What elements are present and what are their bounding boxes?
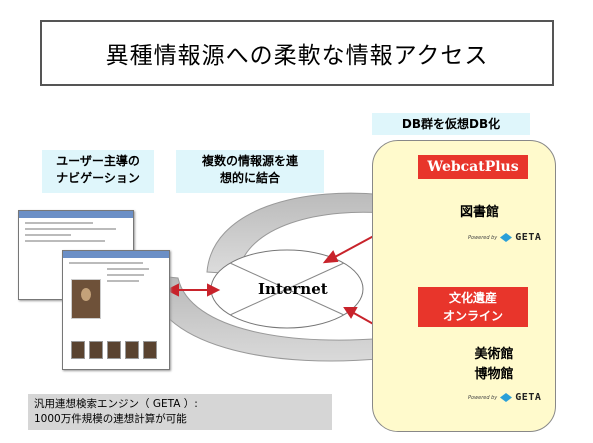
assoc-line1: 複数の情報源を連	[201, 154, 298, 168]
bunka-screenshot-thumbnail	[62, 250, 170, 370]
webcatplus-label: WebcatPlus	[418, 155, 528, 179]
assoc-line2: 想的に結合	[219, 171, 280, 185]
title-box: 異種情報源への柔軟な情報アクセス	[40, 20, 554, 86]
db-group-panel	[372, 140, 556, 432]
museum-line1: 美術館	[474, 347, 514, 362]
powered-by-text: Powered by	[468, 394, 498, 401]
bunka-isan-online-label: 文化遺産 オンライン	[418, 287, 528, 327]
library-label: 図書館	[460, 205, 500, 220]
internet-label: Internet	[258, 280, 328, 298]
associative-join-label: 複数の情報源を連 想的に結合	[176, 150, 324, 193]
powered-by-text: Powered by	[468, 234, 498, 241]
geta-name: GETA	[515, 232, 542, 243]
bunka-line2: オンライン	[442, 309, 503, 323]
portrait-image	[71, 279, 101, 319]
user-navigation-label: ユーザー主導の ナビゲーション	[42, 150, 154, 193]
user-nav-line1: ユーザー主導の	[56, 154, 140, 168]
museum-line2: 博物館	[474, 367, 514, 382]
db-virtualization-label: DB群を仮想DB化	[372, 113, 530, 135]
user-nav-line2: ナビゲーション	[56, 171, 140, 185]
geta-note-line1: 汎用連想検索エンジン（ GETA ）:	[34, 398, 198, 410]
bunka-line1: 文化遺産	[448, 291, 497, 305]
geta-logo-icon	[500, 233, 513, 242]
geta-badge-museum: Powered by GETA	[468, 392, 541, 403]
geta-badge-library: Powered by GETA	[468, 232, 541, 243]
geta-logo-icon	[500, 393, 513, 402]
geta-note-box: 汎用連想検索エンジン（ GETA ）: 1000万件規模の連想計算が可能	[28, 394, 332, 430]
museum-label: 美術館 博物館	[474, 345, 514, 385]
page-title: 異種情報源への柔軟な情報アクセス	[105, 43, 489, 69]
geta-note-line2: 1000万件規模の連想計算が可能	[34, 413, 187, 425]
geta-name: GETA	[515, 392, 542, 403]
